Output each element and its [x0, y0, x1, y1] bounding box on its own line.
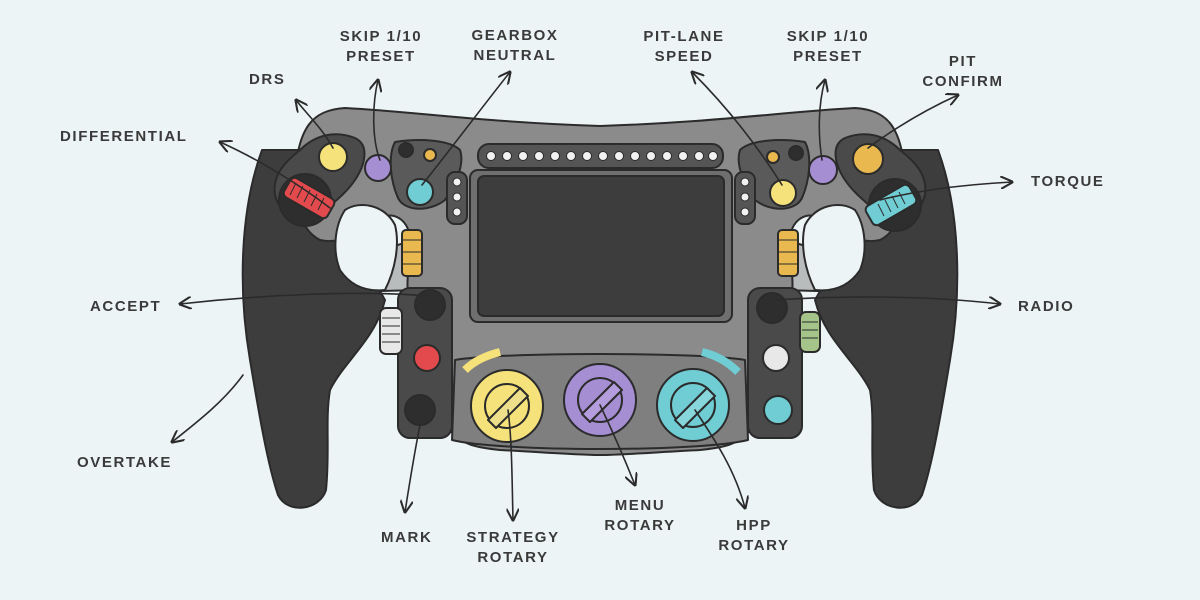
label-strategy-rotary-line2: ROTARY [477, 549, 549, 566]
pit-lane-speed-button[interactable] [769, 179, 797, 207]
label-skip-preset-right-line2: PRESET [793, 48, 863, 65]
label-pit-confirm-line2: CONFIRM [922, 73, 1004, 90]
label-skip-preset-right: SKIP 1/10 PRESET [787, 27, 870, 67]
drs-button[interactable] [318, 142, 348, 172]
label-skip-preset-right-line1: SKIP 1/10 [786, 28, 870, 45]
label-menu-rotary: MENU ROTARY [604, 496, 675, 536]
pit-confirm-button[interactable] [852, 143, 884, 175]
label-hpp-rotary-line2: ROTARY [718, 537, 790, 554]
label-strategy-rotary: STRATEGY ROTARY [466, 528, 559, 568]
differential-rotary[interactable] [278, 173, 336, 227]
radio-button[interactable] [756, 292, 788, 324]
display-screen [477, 175, 725, 317]
right-hand-cutout [802, 204, 866, 292]
label-differential: DIFFERENTIAL [60, 128, 188, 145]
right-small-dark-button[interactable] [788, 145, 804, 161]
label-gearbox-neutral-line2: NEUTRAL [473, 47, 557, 64]
label-pit-lane-speed-line2: SPEED [654, 48, 714, 65]
teal-button[interactable] [763, 395, 793, 425]
label-menu-rotary-line2: ROTARY [604, 517, 676, 534]
label-radio: RADIO [1018, 298, 1075, 315]
skip-preset-right-button[interactable] [808, 155, 838, 185]
hpp-rotary[interactable] [656, 368, 730, 442]
label-pit-confirm: PIT CONFIRM [922, 52, 1003, 92]
menu-rotary[interactable] [563, 363, 637, 437]
skip-preset-left-button[interactable] [364, 154, 392, 182]
label-pit-confirm-line1: PIT [948, 53, 978, 70]
strategy-indicator-arc [462, 348, 502, 373]
label-hpp-rotary-line1: HPP [736, 517, 772, 534]
label-overtake: OVERTAKE [77, 454, 173, 471]
green-thumbwheel[interactable] [799, 311, 821, 353]
label-pit-lane-speed: PIT-LANE SPEED [643, 27, 724, 67]
label-skip-preset-left: SKIP 1/10 PRESET [340, 27, 423, 67]
red-button[interactable] [413, 344, 441, 372]
label-menu-rotary-line1: MENU [614, 497, 666, 514]
label-strategy-rotary-line1: STRATEGY [466, 529, 560, 546]
overtake-thumbwheel[interactable] [379, 307, 403, 355]
label-gearbox-neutral-line1: GEARBOX [471, 27, 559, 44]
strategy-rotary[interactable] [470, 369, 544, 443]
accept-button[interactable] [414, 289, 446, 321]
label-mark: MARK [381, 529, 433, 546]
right-amber-toggle[interactable] [777, 229, 799, 277]
left-hand-cutout [334, 204, 398, 292]
label-skip-preset-left-line2: PRESET [346, 48, 416, 65]
left-small-dark-button[interactable] [398, 142, 414, 158]
left-side-light-dots [452, 177, 462, 217]
label-torque: TORQUE [1031, 173, 1105, 190]
label-accept: ACCEPT [90, 298, 162, 315]
label-hpp-rotary: HPP ROTARY [718, 516, 789, 556]
right-small-amber-button[interactable] [766, 150, 780, 164]
left-small-amber-button[interactable] [423, 148, 437, 162]
white-button[interactable] [762, 344, 790, 372]
left-amber-toggle[interactable] [401, 229, 423, 277]
label-skip-preset-left-line1: SKIP 1/10 [339, 28, 423, 45]
label-drs: DRS [249, 71, 286, 88]
hpp-indicator-arc [700, 348, 741, 375]
mark-button[interactable] [404, 394, 436, 426]
shift-lights [486, 151, 718, 161]
gearbox-neutral-button[interactable] [406, 178, 434, 206]
label-gearbox-neutral: GEARBOX NEUTRAL [471, 26, 558, 66]
label-pit-lane-speed-line1: PIT-LANE [643, 28, 725, 45]
callout-arrows [172, 72, 1012, 520]
right-side-light-dots [740, 177, 750, 217]
